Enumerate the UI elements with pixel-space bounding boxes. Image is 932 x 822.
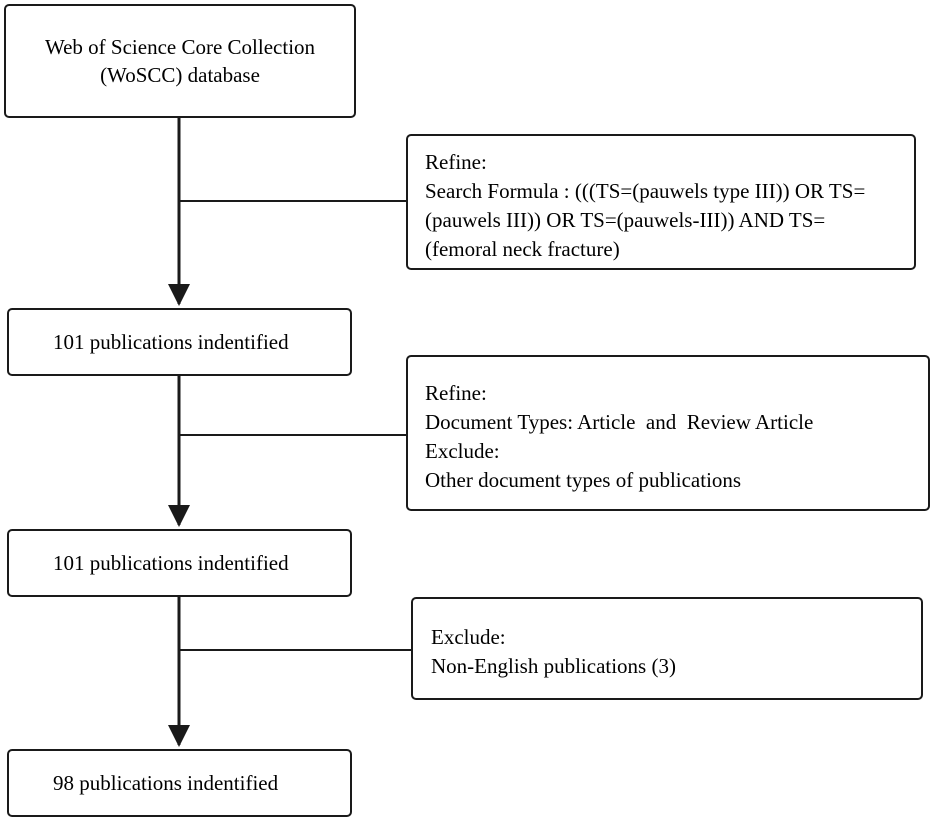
- step2-publications-box: 101 publications indentified: [7, 529, 352, 597]
- source-database-text: Web of Science Core Collection (WoSCC) d…: [45, 33, 315, 89]
- source-line-1: Web of Science Core Collection: [44, 35, 316, 59]
- document-type-refine-box: Refine: Document Types: Article and Revi…: [406, 355, 930, 511]
- filter3-line-1: Exclude:: [431, 625, 506, 649]
- search-refine-box: Refine: Search Formula : (((TS=(pauwels …: [406, 134, 916, 270]
- step3-label: 98 publications indentified: [53, 771, 279, 795]
- source-line-2: (WoSCC) database: [100, 63, 260, 87]
- filter2-line-4: Other document types of publications: [425, 468, 742, 492]
- document-type-refine-text: Refine: Document Types: Article and Revi…: [425, 379, 813, 495]
- filter3-line-2: Non-English publications (3): [431, 654, 676, 678]
- filter1-line-2: Search Formula : (((TS=(pauwels type III…: [425, 179, 866, 203]
- filter2-line-1: Refine:: [425, 381, 487, 405]
- arrowhead-step1: [168, 284, 190, 306]
- language-exclude-text: Exclude: Non-English publications (3): [431, 623, 676, 681]
- step1-label: 101 publications indentified: [53, 330, 289, 354]
- step3-publications-box: 98 publications indentified: [7, 749, 352, 817]
- filter1-line-4: (femoral neck fracture): [425, 237, 620, 261]
- arrowhead-step2: [168, 505, 190, 527]
- filter2-line-2: Document Types: Article and Review Artic…: [425, 410, 814, 434]
- arrowhead-step3: [168, 725, 190, 747]
- filter2-line-3: Exclude:: [425, 439, 500, 463]
- source-database-box: Web of Science Core Collection (WoSCC) d…: [4, 4, 356, 118]
- filter1-line-1: Refine:: [425, 150, 487, 174]
- step1-publications-box: 101 publications indentified: [7, 308, 352, 376]
- filter1-line-3: (pauwels III)) OR TS=(pauwels-III)) AND …: [425, 208, 826, 232]
- search-refine-text: Refine: Search Formula : (((TS=(pauwels …: [425, 148, 865, 264]
- step2-label: 101 publications indentified: [53, 551, 289, 575]
- language-exclude-box: Exclude: Non-English publications (3): [411, 597, 923, 700]
